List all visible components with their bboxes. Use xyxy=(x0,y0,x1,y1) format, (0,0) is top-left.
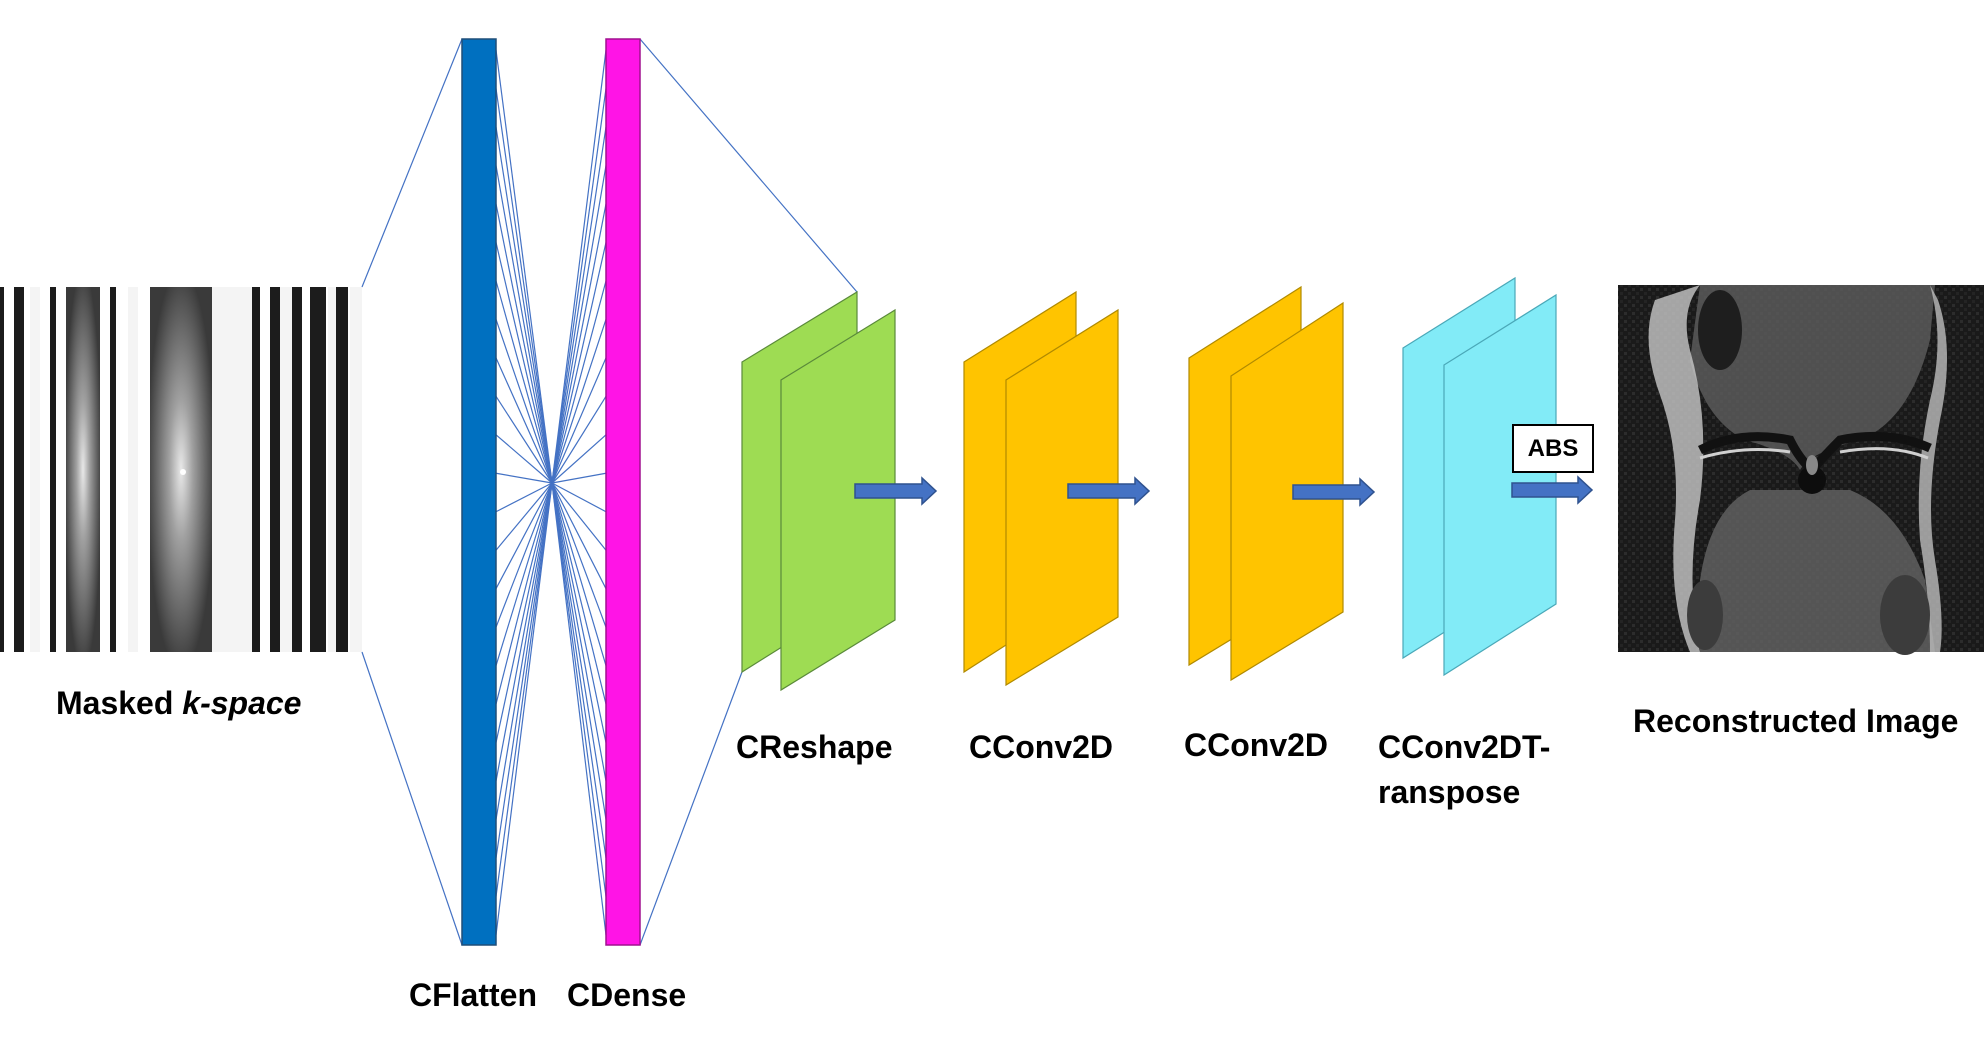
reshape-block xyxy=(741,290,896,692)
connection-line xyxy=(551,280,607,484)
abs-label: ABS xyxy=(1528,435,1579,462)
conv2-label: CConv2D xyxy=(1184,727,1328,763)
connection-line xyxy=(551,203,607,484)
connection-line xyxy=(551,88,607,484)
kspace-stripe xyxy=(128,287,138,652)
connection-line xyxy=(551,434,607,484)
kspace-stripe xyxy=(50,287,56,652)
connection-line xyxy=(551,49,607,484)
connection-line xyxy=(551,472,607,484)
connection-line xyxy=(495,482,553,628)
connection-line xyxy=(551,126,607,484)
connection-line xyxy=(551,395,607,484)
right-arrow-icon xyxy=(854,476,938,506)
kspace-stripe xyxy=(280,287,292,652)
connection-line xyxy=(495,482,553,820)
transpose-label-line1: CConv2DT- xyxy=(1378,729,1550,765)
connection-line xyxy=(495,395,553,484)
connection-line xyxy=(495,280,553,484)
right-arrow-icon xyxy=(1067,476,1151,506)
connection-line xyxy=(551,482,607,589)
dense-to-reshape-lines xyxy=(639,38,858,946)
kspace-stripe xyxy=(336,287,348,652)
connection-line xyxy=(495,482,553,513)
kspace-stripe xyxy=(328,287,336,652)
fully-connected-lines xyxy=(495,49,607,936)
knee-mri-image xyxy=(1618,285,1984,655)
connection-line xyxy=(495,126,553,484)
connection-line xyxy=(495,482,553,743)
connection-line xyxy=(495,482,553,897)
connection-line xyxy=(551,165,607,484)
connection-line xyxy=(551,482,607,705)
dense-label: CDense xyxy=(567,977,686,1013)
conv1-label: CConv2D xyxy=(969,729,1113,765)
connection-line xyxy=(495,203,553,484)
conv1-block xyxy=(963,290,1119,687)
connection-line xyxy=(551,482,607,936)
connection-line xyxy=(551,482,607,897)
connection-line xyxy=(495,319,553,484)
transpose-label-line2: ranspose xyxy=(1378,774,1520,810)
connection-line xyxy=(551,482,607,859)
kspace-stripe xyxy=(30,287,40,652)
reshape-label: CReshape xyxy=(736,729,893,765)
connection-line xyxy=(495,482,553,551)
kspace-stripe xyxy=(252,287,260,652)
connection-line xyxy=(551,319,607,484)
kspace-stripe xyxy=(14,287,24,652)
input-to-flatten-lines xyxy=(361,38,463,946)
connection-line xyxy=(495,482,553,859)
connection-line xyxy=(551,242,607,484)
connection-line xyxy=(551,482,607,820)
kspace-stripe xyxy=(66,287,100,652)
kspace-stripe xyxy=(292,287,302,652)
kspace-stripe xyxy=(270,287,280,652)
kspace-image xyxy=(0,287,362,652)
connection-line xyxy=(495,88,553,484)
right-arrow-icon xyxy=(1292,477,1376,507)
connection-line xyxy=(495,434,553,484)
flatten-label: CFlatten xyxy=(409,977,537,1013)
connection-line xyxy=(495,49,553,484)
kspace-stripe xyxy=(0,287,4,652)
connection-line xyxy=(495,357,553,484)
connection-line xyxy=(495,482,553,705)
right-arrow-icon xyxy=(1511,475,1594,505)
connection-line xyxy=(495,482,553,782)
kspace-stripe xyxy=(212,287,252,652)
kspace-stripes xyxy=(0,287,362,652)
output-label: Reconstructed Image xyxy=(1633,703,1958,739)
kspace-stripe xyxy=(110,287,116,652)
connection-line xyxy=(551,482,607,551)
connection-line xyxy=(495,482,553,589)
abs-box: ABS xyxy=(1512,424,1594,473)
connection-line xyxy=(551,482,607,782)
kspace-stripe xyxy=(310,287,326,652)
dense-layer-bar xyxy=(605,38,641,946)
connection-line xyxy=(551,482,607,666)
kspace-stripe xyxy=(150,287,212,652)
conv2-block xyxy=(1188,285,1344,682)
connection-line xyxy=(495,165,553,484)
connection-line xyxy=(551,482,607,513)
connection-line xyxy=(495,482,553,666)
connection-line xyxy=(495,472,553,484)
transpose-block xyxy=(1402,276,1557,677)
input-label: Masked k-space xyxy=(56,685,301,721)
kspace-stripe xyxy=(350,287,362,652)
connection-line xyxy=(551,357,607,484)
connection-line xyxy=(495,482,553,936)
flatten-layer-bar xyxy=(461,38,497,946)
connection-line xyxy=(551,482,607,743)
connection-line xyxy=(551,482,607,628)
connection-line xyxy=(495,242,553,484)
